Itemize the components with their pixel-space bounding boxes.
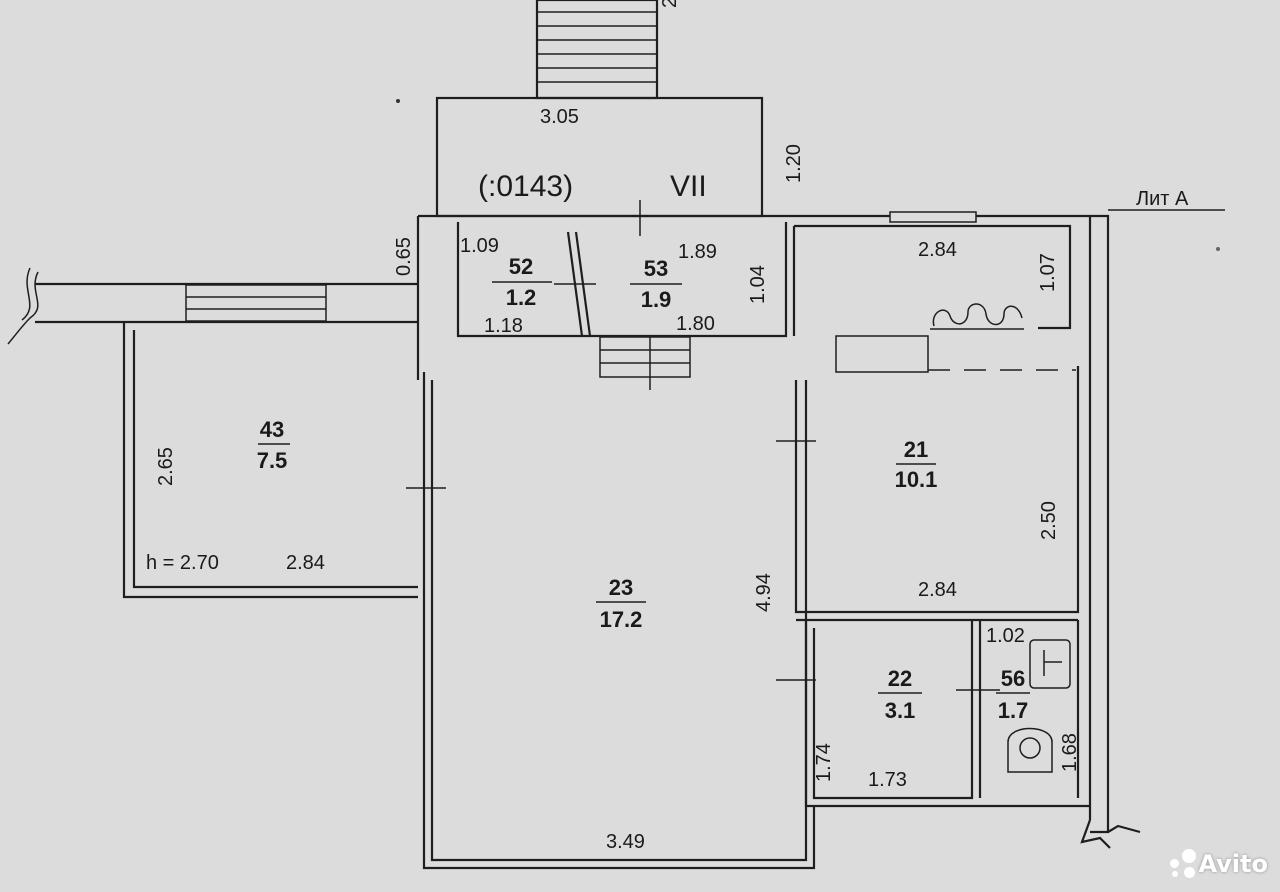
room-52-dim-bottom: 1.18 (484, 315, 523, 337)
room-53-dim-bottom: 1.80 (676, 313, 715, 335)
room-23-dim-side: 4.94 (753, 573, 775, 612)
wall-thickness: 0.65 (393, 237, 415, 276)
room-22-number: 22 (888, 666, 912, 691)
room-53-area: 1.9 (641, 287, 672, 312)
porch-depth: 1.20 (783, 144, 805, 183)
room-22-dim-bottom: 1.73 (868, 769, 907, 791)
room-43-dim-height: 2.65 (155, 447, 177, 486)
room-53-number: 53 (644, 256, 668, 281)
room-43-ceiling-height: h = 2.70 (146, 552, 219, 574)
room-21 (794, 366, 1080, 622)
porch-code: (:0143) (478, 170, 573, 203)
room-52-number: 52 (509, 254, 533, 279)
room-43-dim-width: 2.84 (286, 552, 325, 574)
kitchen-top-depth: 1.07 (1037, 253, 1059, 292)
room-21-dim-bottom: 2.84 (918, 579, 957, 601)
kitchen-top-width: 2.84 (918, 239, 957, 261)
room-23-dim-bottom: 3.49 (606, 831, 645, 853)
room-56-area: 1.7 (998, 698, 1029, 723)
room-56-dim-side: 1.68 (1059, 733, 1081, 772)
kitchen-top (792, 211, 1076, 373)
left-wall-strip (7, 267, 418, 345)
room-52-dim-top: 1.09 (460, 235, 499, 257)
room-56-number: 56 (1001, 666, 1025, 691)
avito-watermark: Avito (1168, 846, 1268, 882)
room-22-area: 3.1 (885, 698, 916, 723)
avito-logo-icon (1168, 849, 1196, 879)
room-21-number: 21 (904, 437, 928, 462)
rooms-52-53 (456, 200, 788, 390)
room-43-area: 7.5 (257, 448, 288, 473)
rooms-22-56 (804, 620, 1090, 808)
room-23-area: 17.2 (600, 607, 643, 632)
stairs-label-fragment: 2 (659, 0, 681, 8)
room-43-number: 43 (260, 417, 284, 442)
room-21-area: 10.1 (895, 467, 938, 492)
room-53-dim-side: 1.04 (747, 265, 769, 304)
room-23-number: 23 (609, 575, 633, 600)
room-22-dim-side: 1.74 (813, 743, 835, 782)
room-56-dim-top: 1.02 (986, 625, 1025, 647)
ink-dot-right (1216, 247, 1220, 251)
room-43 (122, 322, 446, 599)
avito-watermark-text: Avito (1198, 850, 1268, 878)
room-52-area: 1.2 (506, 285, 537, 310)
outer-walls (416, 214, 1141, 870)
top-staircase (535, 0, 659, 100)
porch-width: 3.05 (540, 106, 579, 128)
lit-label: Лит А (1136, 188, 1189, 210)
room-21-dim-side: 2.50 (1038, 501, 1060, 540)
room-53-dim-top: 1.89 (678, 241, 717, 263)
porch-roman: VII (670, 170, 707, 203)
ink-dot (396, 99, 400, 103)
